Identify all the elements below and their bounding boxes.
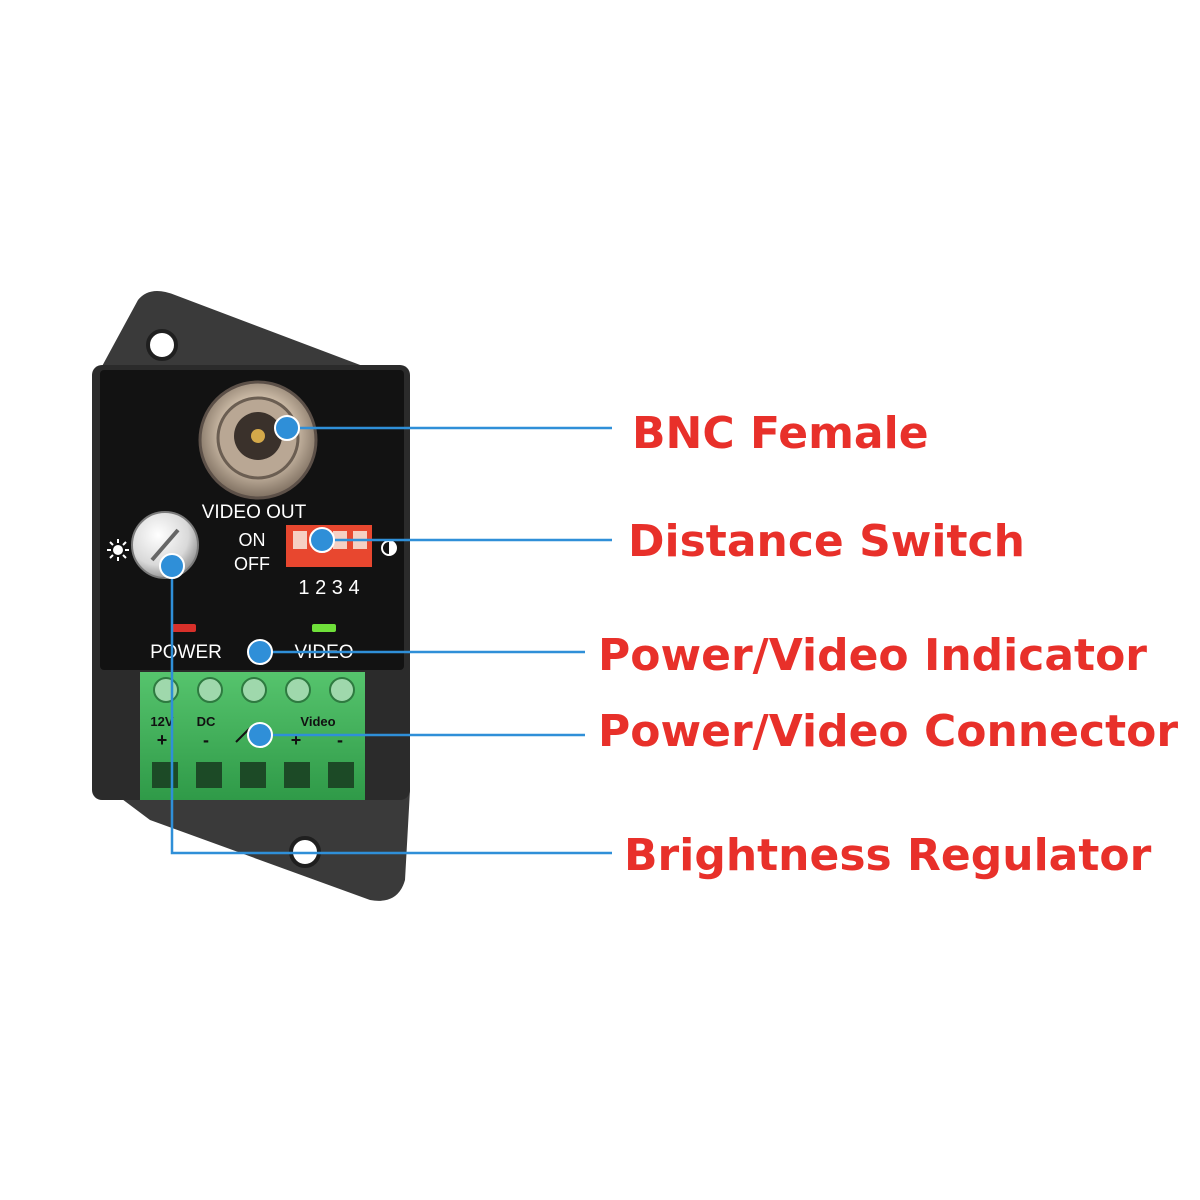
leader-dots xyxy=(159,415,335,748)
terminal-minus-2: - xyxy=(337,730,343,750)
front-panel xyxy=(100,370,404,670)
terminal-sockets xyxy=(152,762,354,788)
video-led xyxy=(312,624,336,632)
sun-icon xyxy=(107,539,129,561)
terminal-plus-2: + xyxy=(291,730,302,750)
power-led xyxy=(172,624,196,632)
callout-power-video-indicator: Power/Video Indicator xyxy=(598,630,1147,681)
video-out-label: VIDEO OUT xyxy=(202,502,307,523)
bnc-connector xyxy=(198,380,318,500)
terminal-12v-label: 12V xyxy=(150,714,173,729)
power-label: POWER xyxy=(150,642,222,663)
terminal-video-label: Video xyxy=(300,714,335,729)
callout-distance-switch: Distance Switch xyxy=(628,516,1025,567)
switch-numbers: 1 2 3 4 xyxy=(298,577,359,599)
terminal-dc-label: DC xyxy=(197,714,216,729)
callout-bnc-female: BNC Female xyxy=(632,408,929,459)
terminal-plus-1: + xyxy=(157,730,168,750)
off-label: OFF xyxy=(234,554,270,574)
contrast-icon xyxy=(381,540,397,556)
mounting-hole-top xyxy=(146,329,178,361)
terminal-minus-1: - xyxy=(203,730,209,750)
callout-power-video-connector: Power/Video Connector xyxy=(598,706,1179,757)
leader-lines xyxy=(170,426,612,855)
on-label: ON xyxy=(239,530,266,550)
callout-brightness-regulator: Brightness Regulator xyxy=(624,830,1152,881)
